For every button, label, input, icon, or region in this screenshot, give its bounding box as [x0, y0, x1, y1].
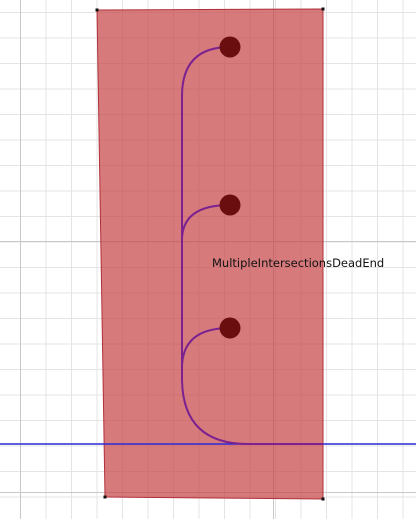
corner-marker-top-left[interactable] — [95, 8, 99, 12]
scene-name-label: MultipleIntersectionsDeadEnd — [212, 256, 385, 270]
intersection-region[interactable] — [96, 8, 324, 500]
road-path-trunk[interactable] — [181, 96, 323, 445]
corner-marker-bottom-left[interactable] — [103, 495, 107, 499]
region-corner-markers — [95, 7, 325, 501]
dead-end-node-middle[interactable] — [219, 194, 241, 216]
dead-end-nodes — [219, 36, 241, 339]
dead-end-node-bottom[interactable] — [219, 317, 241, 339]
corner-marker-top-right[interactable] — [321, 7, 325, 11]
corner-marker-bottom-right[interactable] — [321, 497, 325, 501]
dead-end-node-top[interactable] — [219, 36, 241, 58]
